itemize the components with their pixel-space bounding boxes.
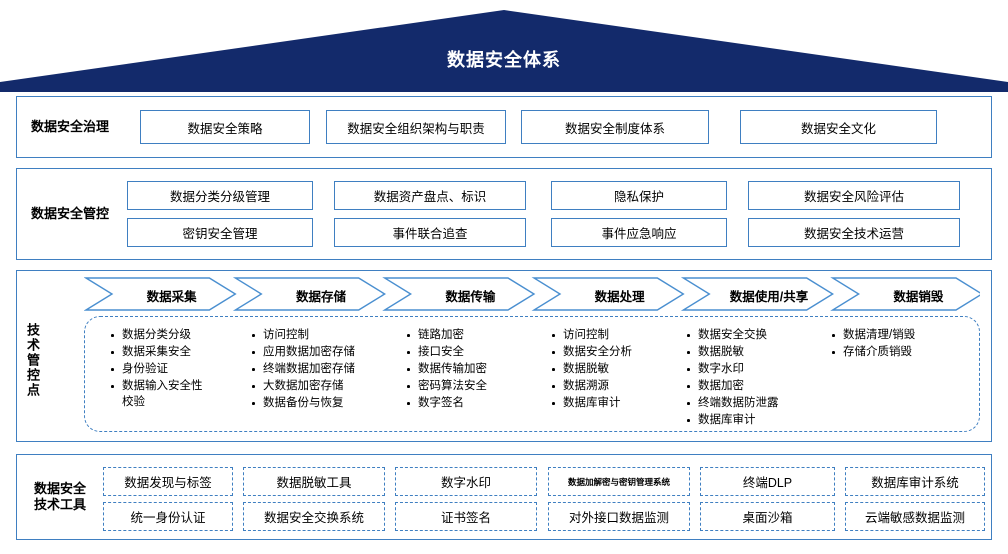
lifecycle-chevron-6[interactable]: [830, 277, 980, 311]
control-point-item: 数据库审计: [550, 395, 700, 411]
lifecycle-chevron-2[interactable]: [232, 277, 387, 311]
tool-row2-item-5[interactable]: 桌面沙箱: [700, 502, 835, 531]
control-point-item: 数据采集安全: [109, 344, 259, 360]
management-row1-item-4[interactable]: 数据安全风险评估: [748, 181, 960, 210]
control-point-item: 终端数据防泄露: [685, 395, 835, 411]
lifecycle-label-4: 数据处理: [594, 290, 645, 304]
management-row1-item-2[interactable]: 数据资产盘点、标识: [334, 181, 526, 210]
control-point-column-5: 数据安全交换数据脱敏数字水印数据加密终端数据防泄露数据库审计: [685, 327, 835, 429]
lifecycle-chevron-1[interactable]: [84, 277, 237, 311]
control-point-item: 存储介质销毁: [830, 344, 980, 360]
row-label-technical-control: 技术管控点: [25, 323, 40, 398]
control-point-item: 数据脱敏: [550, 361, 700, 377]
management-row1-item-1[interactable]: 数据分类分级管理: [127, 181, 313, 210]
control-point-item: 数据加密: [685, 378, 835, 394]
control-point-item: 数据溯源: [550, 378, 700, 394]
control-point-column-1: 数据分类分级数据采集安全身份验证数据输入安全性 校验: [109, 327, 259, 411]
tool-row2-item-4[interactable]: 对外接口数据监测: [548, 502, 690, 531]
control-point-column-6: 数据清理/销毁存储介质销毁: [830, 327, 980, 361]
management-row2-item-4[interactable]: 数据安全技术运营: [748, 218, 960, 247]
governance-item-4[interactable]: 数据安全文化: [740, 110, 937, 144]
tool-row2-item-2[interactable]: 数据安全交换系统: [243, 502, 385, 531]
control-point-item: 大数据加密存储: [250, 378, 400, 394]
control-point-item: 数据清理/销毁: [830, 327, 980, 343]
lifecycle-label-3: 数据传输: [445, 290, 496, 304]
control-point-item: 数据分类分级: [109, 327, 259, 343]
tool-row1-item-4[interactable]: 数据加解密与密钥管理系统: [548, 467, 690, 496]
lifecycle-chevron-4[interactable]: [531, 277, 685, 311]
lifecycle-chevron-3[interactable]: [382, 277, 536, 311]
control-point-item: 接口安全: [405, 344, 555, 360]
control-point-column-3: 链路加密接口安全数据传输加密密码算法安全数字签名: [405, 327, 555, 412]
row-label-governance: 数据安全治理: [30, 119, 109, 134]
tool-row1-item-5[interactable]: 终端DLP: [700, 467, 835, 496]
management-row1-item-3[interactable]: 隐私保护: [551, 181, 727, 210]
control-point-item: 链路加密: [405, 327, 555, 343]
tool-row1-item-3[interactable]: 数字水印: [395, 467, 537, 496]
control-point-column-2: 访问控制应用数据加密存储终端数据加密存储大数据加密存储数据备份与恢复: [250, 327, 400, 412]
tool-row1-item-6[interactable]: 数据库审计系统: [845, 467, 985, 496]
control-point-item: 数据库审计: [685, 412, 835, 428]
control-point-item: 访问控制: [550, 327, 700, 343]
management-row2-item-3[interactable]: 事件应急响应: [551, 218, 727, 247]
governance-item-1[interactable]: 数据安全策略: [140, 110, 310, 144]
control-point-item: 数据备份与恢复: [250, 395, 400, 411]
row-label-tools: 数据安全 技术工具: [33, 481, 86, 512]
control-point-item: 数字水印: [685, 361, 835, 377]
tool-row2-item-6[interactable]: 云端敏感数据监测: [845, 502, 985, 531]
governance-item-2[interactable]: 数据安全组织架构与职责: [326, 110, 506, 144]
lifecycle-label-1: 数据采集: [146, 290, 197, 304]
control-point-item: 数据安全交换: [685, 327, 835, 343]
control-point-item: 数据安全分析: [550, 344, 700, 360]
control-point-item: 数据传输加密: [405, 361, 555, 377]
lifecycle-chevron-banner: 数据采集 数据存储 数据传输 数据处理 数据使用/共享 数据销毁: [84, 276, 980, 312]
control-point-item: 终端数据加密存储: [250, 361, 400, 377]
tool-row1-item-1[interactable]: 数据发现与标签: [103, 467, 233, 496]
control-point-item: 数据输入安全性 校验: [109, 378, 259, 410]
lifecycle-label-5: 数据使用/共享: [729, 290, 809, 304]
control-point-item: 数据脱敏: [685, 344, 835, 360]
lifecycle-label-6: 数据销毁: [893, 290, 944, 304]
roof-banner: [0, 10, 1008, 92]
lifecycle-chevron-5[interactable]: [680, 277, 835, 311]
tool-row2-item-3[interactable]: 证书签名: [395, 502, 537, 531]
tool-row1-item-2[interactable]: 数据脱敏工具: [243, 467, 385, 496]
control-point-item: 身份验证: [109, 361, 259, 377]
control-point-item: 应用数据加密存储: [250, 344, 400, 360]
control-point-item: 密码算法安全: [405, 378, 555, 394]
control-point-item: 数字签名: [405, 395, 555, 411]
lifecycle-label-2: 数据存储: [295, 290, 346, 304]
management-row2-item-2[interactable]: 事件联合追查: [334, 218, 526, 247]
technical-control-points-container: 数据分类分级数据采集安全身份验证数据输入安全性 校验访问控制应用数据加密存储终端…: [84, 316, 980, 432]
governance-item-3[interactable]: 数据安全制度体系: [521, 110, 709, 144]
tool-row2-item-1[interactable]: 统一身份认证: [103, 502, 233, 531]
row-label-management: 数据安全管控: [30, 206, 109, 221]
management-row2-item-1[interactable]: 密钥安全管理: [127, 218, 313, 247]
control-point-column-4: 访问控制数据安全分析数据脱敏数据溯源数据库审计: [550, 327, 700, 412]
control-point-item: 访问控制: [250, 327, 400, 343]
